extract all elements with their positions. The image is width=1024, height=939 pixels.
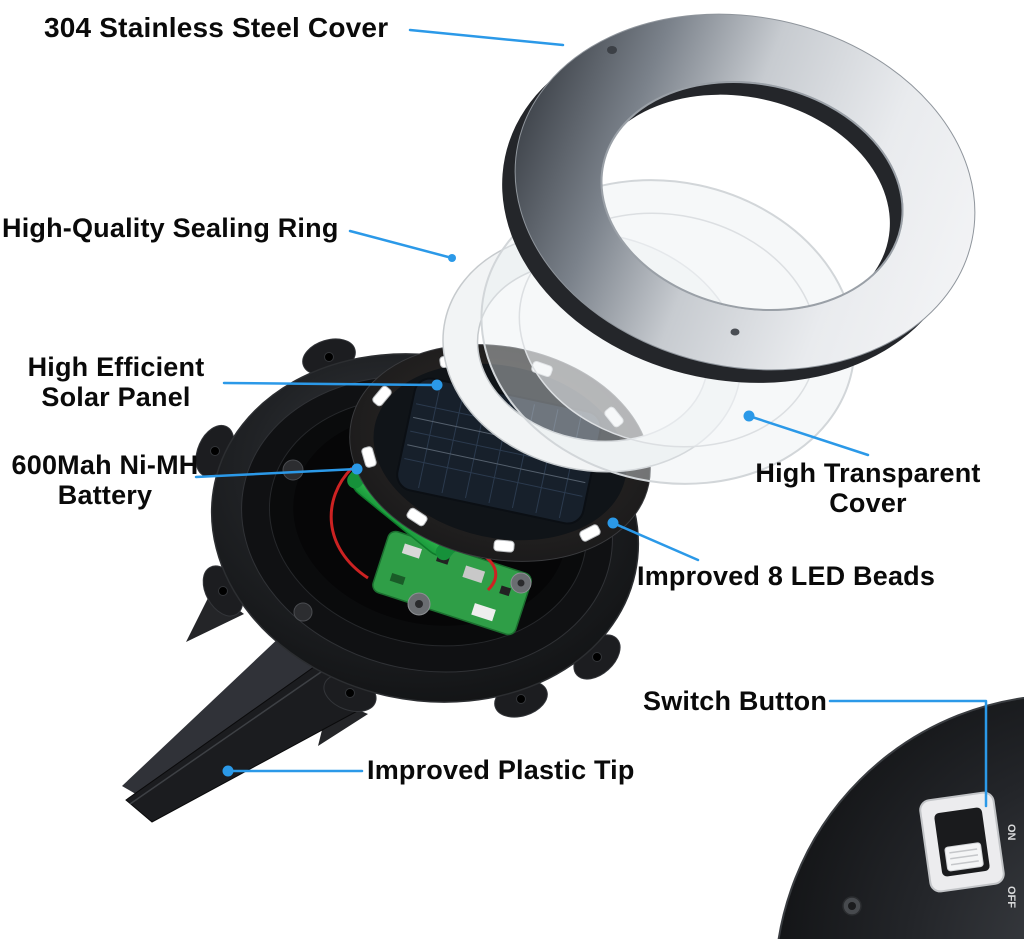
label-battery-line1: 600Mah Ni-MH [11,450,199,480]
led-bead [579,524,601,542]
label-battery-line2: Battery [57,480,153,511]
label-battery: 600Mah Ni-MH Battery [2,450,208,510]
led-bead [361,446,377,468]
dot-battery [351,463,363,475]
wire [329,466,369,580]
led-bead [372,385,392,407]
label-switch-button: Switch Button [643,686,828,716]
led-bead [493,539,515,553]
dot-sealing-ring [448,254,456,262]
switch-off-mark: OFF [1005,886,1017,908]
label-solar-panel-line2: Solar Panel [41,382,191,413]
switch-on-mark: ON [1005,824,1017,841]
label-sealing-ring: High-Quality Sealing Ring [2,213,339,243]
led-bead [406,507,428,527]
callout-leaders [194,28,988,808]
switch-panel-photo: ON OFF [777,696,1024,939]
leader-steel-cover [408,28,565,47]
screw-bosses [282,459,532,622]
label-led-beads: Improved 8 LED Beads [637,561,936,591]
dot-solar-panel [431,379,443,391]
label-transparent-cover-line2: Cover [829,488,907,519]
plastic-tip-spike [122,590,375,823]
label-transparent-cover: High Transparent Cover [746,458,990,518]
label-solar-panel: High Efficient Solar Panel [10,352,222,412]
label-solar-panel-line1: High Efficient [27,352,205,382]
leader-sealing-ring [348,229,454,260]
power-switch[interactable] [919,791,1005,893]
leader-transparent-cover [747,414,870,457]
dot-led-beads [607,517,619,529]
leader-battery [194,467,359,479]
callout-dots [222,254,755,777]
dot-transparent-cover [743,410,755,422]
label-steel-cover: 304 Stainless Steel Cover [44,12,389,43]
leader-solar-panel [222,381,439,387]
dot-plastic-tip [222,765,234,777]
screw-hole [607,46,617,54]
leader-switch-button [828,699,988,808]
leader-led-beads [611,521,700,562]
label-plastic-tip: Improved Plastic Tip [367,755,635,785]
screw-hole [730,328,740,336]
steel-cover-ring [502,13,976,383]
label-transparent-cover-line1: High Transparent [755,458,981,488]
